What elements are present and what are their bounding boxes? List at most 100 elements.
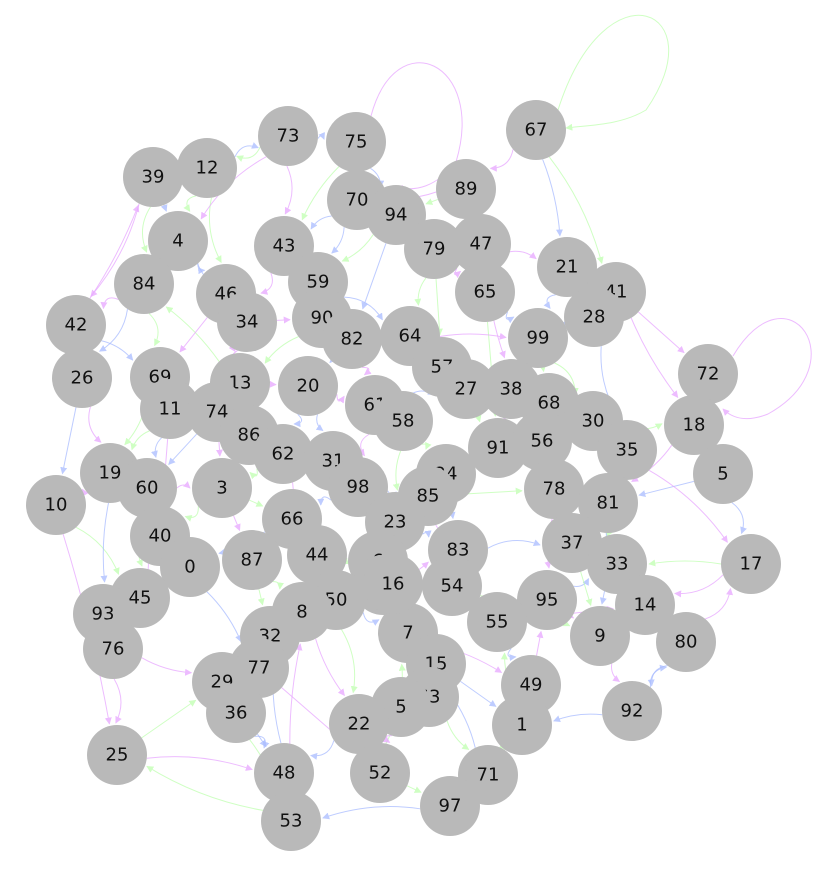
graph-node[interactable]: 53 xyxy=(261,791,321,851)
graph-node[interactable]: 79 xyxy=(404,219,464,279)
graph-node[interactable]: 81 xyxy=(578,473,638,533)
graph-node[interactable]: 78 xyxy=(524,459,584,519)
graph-node[interactable]: 20 xyxy=(278,356,338,416)
graph-node[interactable]: 62 xyxy=(253,424,313,484)
graph-node[interactable]: 0 xyxy=(160,537,220,597)
graph-node[interactable]: 52 xyxy=(350,743,410,803)
edge-80-17 xyxy=(705,587,734,620)
edge-42-69 xyxy=(101,340,134,361)
graph-node[interactable]: 56 xyxy=(512,411,572,471)
graph-node[interactable]: 95 xyxy=(517,570,577,630)
graph-node[interactable]: 58 xyxy=(373,391,433,451)
node-label: 56 xyxy=(531,431,554,452)
graph-node[interactable]: 65 xyxy=(455,262,515,322)
node-circle xyxy=(114,254,174,314)
edge-3-40 xyxy=(184,506,199,522)
graph-node[interactable]: 3 xyxy=(192,458,252,518)
graph-node[interactable]: 18 xyxy=(664,395,724,455)
node-circle xyxy=(87,725,147,785)
edge-36-48 xyxy=(254,735,270,749)
graph-node[interactable]: 80 xyxy=(656,612,716,672)
graph-node[interactable]: 87 xyxy=(222,530,282,590)
edge-53-25 xyxy=(146,765,264,811)
graph-node[interactable]: 16 xyxy=(363,554,423,614)
edge-17-14 xyxy=(674,574,724,598)
graph-node[interactable]: 36 xyxy=(206,683,266,743)
graph-node[interactable]: 39 xyxy=(123,147,183,207)
node-label: 45 xyxy=(129,588,152,609)
node-label: 86 xyxy=(238,425,261,446)
edge-12-73 xyxy=(234,142,259,158)
graph-node[interactable]: 72 xyxy=(678,344,738,404)
graph-node[interactable]: 76 xyxy=(83,619,143,679)
node-label: 82 xyxy=(341,329,364,350)
graph-node[interactable]: 4 xyxy=(148,211,208,271)
edge-95-33 xyxy=(573,578,589,587)
node-circle xyxy=(253,424,313,484)
graph-node[interactable]: 37 xyxy=(542,513,602,573)
graph-node[interactable]: 84 xyxy=(114,254,174,314)
graph-node[interactable]: 28 xyxy=(564,287,624,347)
graph-node[interactable]: 42 xyxy=(46,295,106,355)
node-label: 73 xyxy=(277,126,300,147)
graph-node[interactable]: 75 xyxy=(326,112,386,172)
node-circle xyxy=(254,743,314,803)
graph-node[interactable]: 44 xyxy=(287,525,347,585)
graph-node[interactable]: 47 xyxy=(451,214,511,274)
graph-node[interactable]: 73 xyxy=(258,106,318,166)
graph-node[interactable]: 48 xyxy=(254,743,314,803)
node-circle xyxy=(217,292,277,352)
graph-node[interactable]: 60 xyxy=(117,458,177,518)
edge-58-23 xyxy=(392,450,402,491)
graph-node[interactable]: 99 xyxy=(508,308,568,368)
edge-20-62 xyxy=(293,413,303,428)
edge-79-64 xyxy=(414,277,427,306)
node-circle xyxy=(597,420,657,480)
graph-node[interactable]: 82 xyxy=(322,309,382,369)
graph-node[interactable]: 17 xyxy=(721,534,781,594)
graph-node[interactable]: 54 xyxy=(422,556,482,616)
graph-node[interactable]: 9 xyxy=(570,606,630,666)
node-circle xyxy=(26,475,86,535)
node-label: 8 xyxy=(296,602,307,623)
graph-node[interactable]: 1 xyxy=(492,695,552,755)
graph-node[interactable]: 25 xyxy=(87,725,147,785)
graph-node[interactable]: 91 xyxy=(468,418,528,478)
edge-25-48 xyxy=(146,756,253,771)
node-label: 22 xyxy=(348,714,371,735)
edge-42-39 xyxy=(89,204,140,299)
graph-node[interactable]: 27 xyxy=(436,359,496,419)
node-circle xyxy=(436,359,496,419)
graph-node[interactable]: 89 xyxy=(436,159,496,219)
node-circle xyxy=(664,395,724,455)
graph-node[interactable]: 34 xyxy=(217,292,277,352)
graph-node[interactable]: 97 xyxy=(420,776,480,836)
graph-node[interactable]: 10 xyxy=(26,475,86,535)
graph-node[interactable]: 67 xyxy=(506,100,566,160)
graph-node[interactable]: 55 xyxy=(467,592,527,652)
node-label: 54 xyxy=(441,576,464,597)
node-circle xyxy=(322,309,382,369)
edge-82-61 xyxy=(361,366,372,376)
edge-11-19 xyxy=(130,430,150,451)
graph-node[interactable]: 26 xyxy=(52,348,112,408)
edge-21-99 xyxy=(543,294,556,309)
graph-node[interactable]: 92 xyxy=(602,681,662,741)
graph-node[interactable]: 12 xyxy=(177,138,237,198)
node-circle xyxy=(578,473,638,533)
graph-node[interactable]: 5 xyxy=(693,444,753,504)
graph-node[interactable]: 35 xyxy=(597,420,657,480)
node-circle xyxy=(148,211,208,271)
node-label: 49 xyxy=(520,675,543,696)
node-label: 5 xyxy=(395,697,406,718)
graph-node[interactable]: 22 xyxy=(329,694,389,754)
node-label: 89 xyxy=(455,179,478,200)
edge-25-29 xyxy=(141,699,197,739)
edge-87-8 xyxy=(272,581,284,590)
graph-node[interactable]: 14 xyxy=(615,575,675,635)
node-label: 14 xyxy=(634,595,657,616)
graph-node[interactable]: 11 xyxy=(140,379,200,439)
node-circle xyxy=(420,776,480,836)
node-circle xyxy=(373,391,433,451)
graph-node[interactable]: 21 xyxy=(537,237,597,297)
